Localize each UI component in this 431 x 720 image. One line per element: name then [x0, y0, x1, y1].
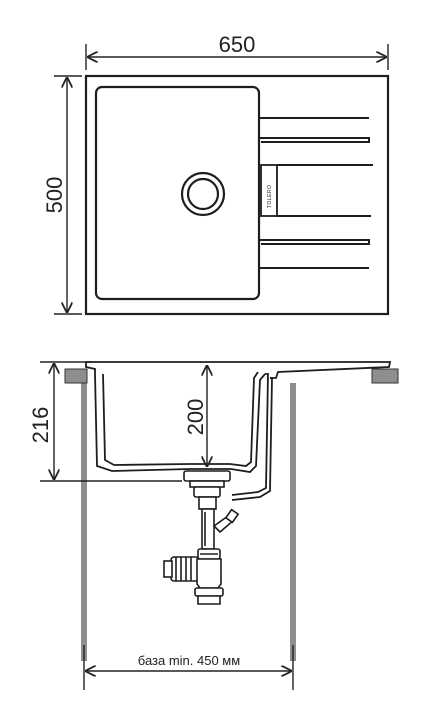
base-label: база min. 450 мм: [138, 653, 240, 668]
brand-badge: [260, 164, 278, 217]
height-dimension: [54, 75, 82, 315]
brand-mark: TOLERO: [267, 185, 273, 208]
sink-outline: [84, 74, 390, 316]
total-height-label: 216: [28, 407, 53, 444]
drain-outer: [180, 171, 226, 217]
sink-section: [85, 361, 392, 501]
total-height-dimension: [40, 361, 182, 482]
width-label: 650: [219, 32, 256, 57]
sink-bowl: [94, 85, 261, 301]
cabinet-wall-right: [290, 383, 296, 661]
siphon: [163, 470, 240, 605]
drainboard-grooves: [259, 117, 373, 269]
bowl-depth-label: 200: [183, 399, 208, 436]
base-dimension: [83, 645, 294, 690]
height-label: 500: [42, 177, 67, 214]
side-view: 216 200 база min. 450 мм: [28, 361, 399, 690]
cabinet-wall-left: [81, 383, 87, 661]
drain-inner: [186, 177, 220, 211]
counter-block-right: [371, 368, 399, 384]
width-dimension: [85, 44, 389, 70]
top-view: TOLERO 650 500: [42, 32, 390, 316]
counter-block-left: [64, 368, 88, 384]
